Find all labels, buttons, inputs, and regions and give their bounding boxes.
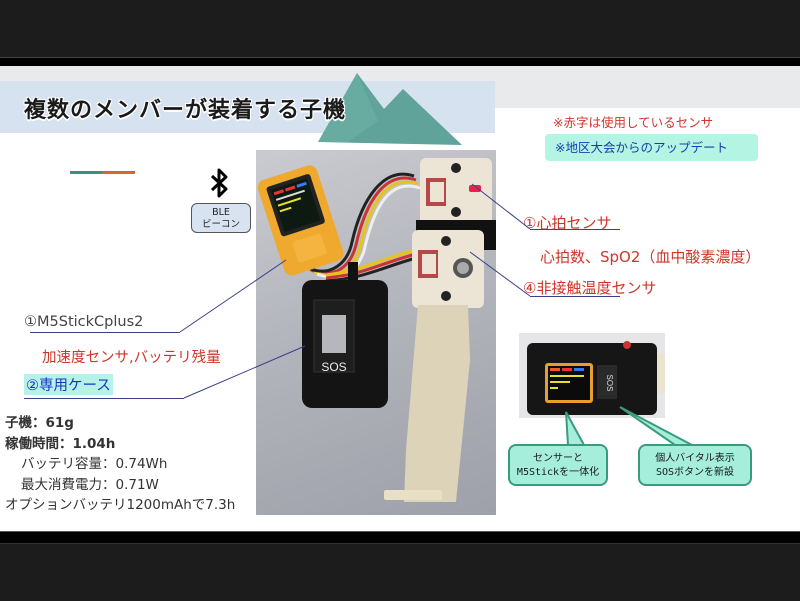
update-note: ※地区大会からのアップデート [545,134,758,161]
specs-list: 子機：61g 稼働時間：1.04h バッテリ容量：0.74Wh 最大消費電力：0… [5,413,235,516]
bottom-window-bar [0,543,800,601]
presentation-slide: 複数のメンバーが装着する子機 BLE ビーコン [0,66,800,531]
m5stick-underline [30,332,180,333]
ble-line2: ビーコン [201,219,240,230]
case-label: ②専用ケース [24,374,113,395]
svg-text:SOS: SOS [321,360,346,374]
callout-sos-line1: 個人バイタル表示 [655,453,735,464]
heart-rate-underline [530,229,620,230]
spec-max-power: 最大消費電力：0.71W [21,476,159,493]
top-window-bar [0,0,800,58]
callout-sos-line2: SOSボタンを新設 [655,467,735,478]
accent-bar [70,171,135,174]
spec-battery-capacity: バッテリ容量：0.74Wh [21,456,168,472]
heart-rate-sensor-label: ①心拍センサ [523,214,612,232]
spec-runtime: 稼働時間：1.04h [5,435,116,452]
case-underline [24,398,184,399]
heart-rate-description: 心拍数、SpO2（血中酸素濃度） [540,248,761,266]
device-photo-illustration: SOS [257,158,496,502]
temperature-underline [530,296,620,297]
device-photo: SOS [256,150,496,515]
temperature-sensor-label: ④非接触温度センサ [523,279,657,297]
callout-integrated-line2: M5Stickを一体化 [516,467,600,478]
slide-title: 複数のメンバーが装着する子機 [24,98,347,123]
callout-sos: 個人バイタル表示 SOSボタンを新設 [638,444,752,486]
top-letterbox [0,58,800,66]
callout-integrated: センサーと M5Stickを一体化 [508,444,608,486]
integrated-device-illustration: SOS [527,341,665,415]
spec-weight: 子機：61g [5,415,74,431]
m5stick-label: ①M5StickCplus2 [24,314,144,330]
bluetooth-icon [210,168,228,198]
bottom-letterbox [0,531,800,543]
mountain-icon [318,73,462,145]
spec-option-battery: オプションバッテリ1200mAhで7.3h [5,497,236,513]
red-sensor-note: ※赤字は使用しているセンサ [553,115,714,130]
m5stick-sensors-label: 加速度センサ,バッテリ残量 [42,350,221,366]
callout-integrated-line1: センサーと [533,453,583,464]
ble-line1: BLE [212,207,230,218]
integrated-device-photo: SOS [519,333,665,418]
svg-text:SOS: SOS [605,375,614,392]
ble-beacon-label: BLE ビーコン [191,203,251,233]
